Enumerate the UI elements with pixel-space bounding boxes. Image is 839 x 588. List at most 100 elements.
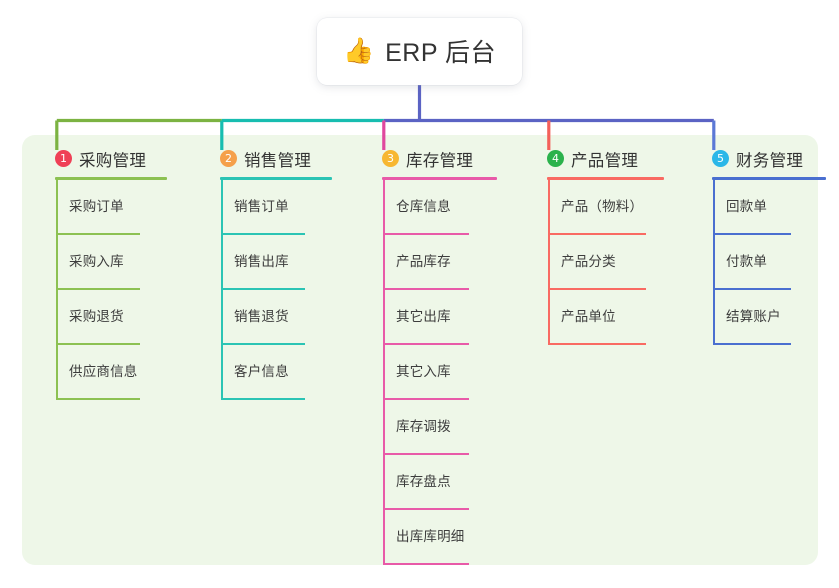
column-title-3: 库存管理 [406,151,474,170]
column-rule-2 [220,177,332,180]
leaf-item-label: 采购订单 [69,199,124,214]
leaf-item-label: 回款单 [726,199,768,214]
leaf-item[interactable]: 采购订单 [38,180,188,235]
column-header-5[interactable]: 5 财务管理 [695,146,825,171]
column-badge-4: 4 [547,150,564,167]
column-badge-3: 3 [382,150,399,167]
leaf-item-rule [56,288,140,290]
leaf-item-rule [383,453,469,455]
leaf-item[interactable]: 采购入库 [38,235,188,290]
column-items-2: 销售订单销售出库销售退货客户信息 [203,180,353,400]
leaf-spine [548,235,550,290]
leaf-item[interactable]: 产品（物料） [530,180,690,235]
leaf-item-rule [56,233,140,235]
leaf-item-rule [713,343,791,345]
leaf-item[interactable]: 结算账户 [695,290,825,345]
leaf-item-label: 其它出库 [396,309,451,324]
leaf-item-label: 供应商信息 [69,364,138,379]
column-title-4: 产品管理 [571,151,639,170]
root-node-title: ERP 后台 [385,38,497,67]
column-header-4[interactable]: 4 产品管理 [530,146,690,171]
column-title-2: 销售管理 [244,151,312,170]
column-items-3: 仓库信息产品库存其它出库其它入库库存调拨库存盘点出库库明细 [365,180,525,565]
leaf-spine [221,290,223,345]
leaf-spine [383,510,385,565]
leaf-item-rule [548,233,646,235]
column-title-5: 财务管理 [736,151,804,170]
leaf-item-label: 产品单位 [561,309,616,324]
leaf-item-label: 客户信息 [234,364,289,379]
column-rule-1 [55,177,167,180]
leaf-item[interactable]: 产品库存 [365,235,525,290]
column-rule-4 [547,177,664,180]
leaf-item-rule [221,233,305,235]
leaf-item-rule [383,508,469,510]
leaf-item[interactable]: 客户信息 [203,345,353,400]
leaf-spine [383,455,385,510]
leaf-item-label: 其它入库 [396,364,451,379]
leaf-spine [56,345,58,400]
column-badge-2: 2 [220,150,237,167]
leaf-spine [56,235,58,290]
leaf-spine [713,290,715,345]
column-1: 1 采购管理采购订单采购入库采购退货供应商信息 [38,146,188,400]
leaf-item-label: 仓库信息 [396,199,451,214]
leaf-item[interactable]: 销售出库 [203,235,353,290]
leaf-item-rule [56,343,140,345]
column-header-1[interactable]: 1 采购管理 [38,146,188,171]
leaf-spine [713,180,715,235]
leaf-item-rule [713,288,791,290]
leaf-spine [383,235,385,290]
leaf-item[interactable]: 库存调拨 [365,400,525,455]
column-title-1: 采购管理 [79,151,147,170]
diagram-panel [22,135,818,565]
leaf-item-label: 库存盘点 [396,474,451,489]
leaf-spine [548,180,550,235]
leaf-item-label: 结算账户 [726,309,781,324]
leaf-spine [383,290,385,345]
leaf-item[interactable]: 其它出库 [365,290,525,345]
leaf-item-rule [548,288,646,290]
leaf-item[interactable]: 其它入库 [365,345,525,400]
leaf-item-label: 库存调拨 [396,419,451,434]
root-node[interactable]: 👍 ERP 后台 [317,18,522,85]
leaf-spine [383,400,385,455]
column-5: 5 财务管理回款单付款单结算账户 [695,146,826,345]
leaf-item-rule [56,398,140,400]
leaf-item[interactable]: 产品分类 [530,235,690,290]
leaf-item-rule [383,233,469,235]
column-header-3[interactable]: 3 库存管理 [365,146,525,171]
root-node-content: 👍 ERP 后台 [343,33,496,69]
leaf-item[interactable]: 回款单 [695,180,825,235]
leaf-item[interactable]: 销售订单 [203,180,353,235]
leaf-item-label: 销售出库 [234,254,289,269]
leaf-item[interactable]: 付款单 [695,235,825,290]
leaf-item-label: 采购退货 [69,309,124,324]
column-header-2[interactable]: 2 销售管理 [203,146,353,171]
leaf-item[interactable]: 仓库信息 [365,180,525,235]
leaf-item[interactable]: 供应商信息 [38,345,188,400]
leaf-item[interactable]: 出库库明细 [365,510,525,565]
leaf-item[interactable]: 采购退货 [38,290,188,345]
leaf-item-label: 销售订单 [234,199,289,214]
leaf-item-rule [221,343,305,345]
leaf-item[interactable]: 库存盘点 [365,455,525,510]
column-items-4: 产品（物料） 产品分类产品单位 [530,180,690,345]
leaf-item-rule [548,343,646,345]
leaf-item[interactable]: 销售退货 [203,290,353,345]
leaf-spine [221,235,223,290]
leaf-item-rule [383,398,469,400]
leaf-spine [221,345,223,400]
leaf-item-label: 产品分类 [561,254,616,269]
column-badge-1: 1 [55,150,72,167]
column-rule-3 [382,177,497,180]
leaf-item-rule [383,288,469,290]
leaf-item-label: 销售退货 [234,309,289,324]
leaf-item[interactable]: 产品单位 [530,290,690,345]
leaf-spine [383,345,385,400]
leaf-item-rule [383,343,469,345]
leaf-item-label: 采购入库 [69,254,124,269]
column-badge-5: 5 [712,150,729,167]
column-rule-5 [712,177,826,180]
